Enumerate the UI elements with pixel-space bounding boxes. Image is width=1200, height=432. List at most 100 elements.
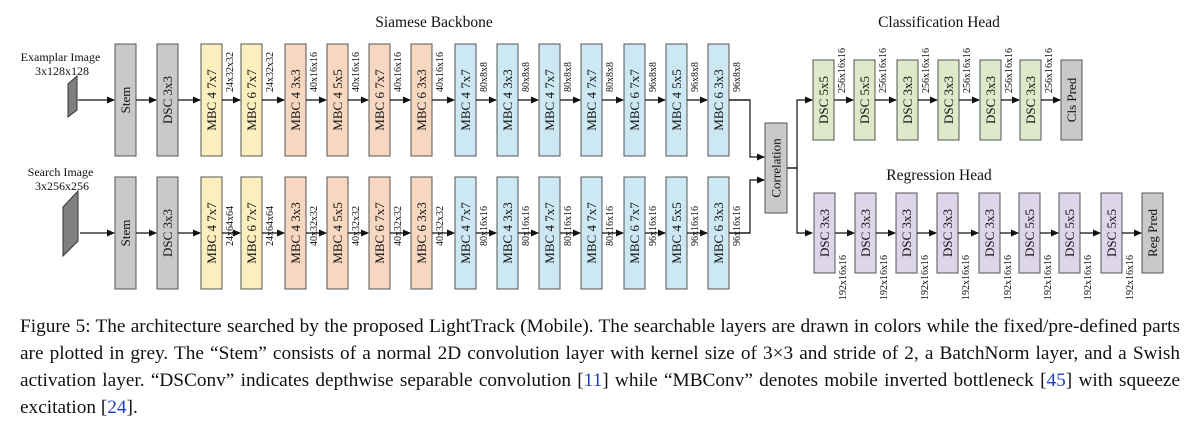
bottom-block-1-stem-label: Stem <box>118 220 133 247</box>
bottom-block-9-mbc-4-7x7-label: MBC 4 7x7 <box>458 202 473 264</box>
reg-block-9-reg-pred-label: Reg Pred <box>1145 208 1160 257</box>
top-block-4-mbc-6-7x7-label: MBC 6 7x7 <box>244 69 259 131</box>
reg-block-3-dsc-3x3-label: DSC 3x3 <box>899 209 914 257</box>
reg-block-7-dsc-5x5-label: DSC 5x5 <box>1062 209 1077 257</box>
cls-block-2-dsc-5x5-label: DSC 5x5 <box>857 76 872 124</box>
reg-output-dim-2: 192x16x16 <box>879 255 890 300</box>
cls-block-6-dsc-3x3-label: DSC 3x3 <box>1023 76 1038 124</box>
bottom-output-dim-13: 96x16x16 <box>648 206 659 246</box>
citation-ref-1[interactable]: 11 <box>583 370 603 391</box>
regression-head-title: Regression Head <box>886 167 992 184</box>
search-image-title: Search Image <box>28 165 94 179</box>
bottom-block-12-mbc-4-7x7-label: MBC 4 7x7 <box>584 202 599 264</box>
cls-block-1-dsc-5x5-label: DSC 5x5 <box>816 76 831 124</box>
top-block-5-mbc-4-3x3-label: MBC 4 3x3 <box>288 69 303 130</box>
bottom-output-dim-10: 80x16x16 <box>521 206 532 246</box>
top-block-10-mbc-4-3x3-label: MBC 4 3x3 <box>500 69 515 130</box>
reg-block-9-reg-pred-box <box>1141 192 1164 274</box>
bottom-output-dim-14: 96x16x16 <box>690 206 701 246</box>
bottom-output-dim-6: 40x32x32 <box>351 206 362 246</box>
bottom-block-11-mbc-4-7x7-label: MBC 4 7x7 <box>542 202 557 264</box>
search-image-size: 3x256x256 <box>35 179 89 193</box>
reg-output-dim-1: 192x16x16 <box>838 255 849 300</box>
top-output-dim-3: 24x32x32 <box>225 52 236 92</box>
bottom-block-6-mbc-4-5x5-label: MBC 4 5x5 <box>330 202 345 263</box>
reg-block-2-dsc-3x3-label: DSC 3x3 <box>858 209 873 257</box>
exemplar-image-size: 3x128x128 <box>35 64 89 78</box>
caption-text-4: ]. <box>126 397 138 418</box>
bottom-block-5-mbc-4-3x3-label: MBC 4 3x3 <box>288 202 303 263</box>
top-block-13-mbc-6-7x7-label: MBC 6 7x7 <box>627 69 642 131</box>
cls-output-dim-1: 256x16x16 <box>837 48 848 93</box>
cls-block-7-cls-pred-label: Cls Pred <box>1064 77 1079 122</box>
cls-block-7-cls-pred-box <box>1060 59 1083 141</box>
exemplar-image-label: Examplar Image 3x128x128 <box>21 50 104 78</box>
reg-block-4-dsc-3x3-label: DSC 3x3 <box>940 209 955 257</box>
top-output-dim-12: 80x8x8 <box>605 62 616 92</box>
connection-arrows <box>787 96 813 237</box>
cls-output-dim-4: 256x16x16 <box>962 48 973 93</box>
bottom-block-8-mbc-6-3x3-label: MBC 6 3x3 <box>414 202 429 263</box>
reg-block-8-dsc-5x5-label: DSC 5x5 <box>1104 209 1119 257</box>
cls-block-4-dsc-3x3-label: DSC 3x3 <box>941 76 956 124</box>
bottom-block-14-mbc-4-5x5-label: MBC 4 5x5 <box>669 202 684 263</box>
top-output-dim-10: 80x8x8 <box>521 62 532 92</box>
regression-head: DSC 3x3 192x16x16 DSC 3x3 192x16x16 DSC 3x3 1… <box>813 192 1164 300</box>
reg-output-dim-3: 192x16x16 <box>920 255 931 300</box>
bottom-output-dim-9: 80x16x16 <box>479 206 490 246</box>
caption-text-1: Figure 5: The architecture searched by t… <box>20 316 1180 391</box>
bottom-output-dim-4: 24x64x64 <box>265 206 276 246</box>
top-block-7-mbc-6-7x7-label: MBC 6 7x7 <box>372 69 387 131</box>
bottom-output-dim-15: 96x16x16 <box>732 206 743 246</box>
top-block-3-mbc-4-7x7-label: MBC 4 7x7 <box>204 69 219 131</box>
citation-ref-2[interactable]: 45 <box>1046 370 1066 391</box>
cls-output-dim-3: 256x16x16 <box>921 48 932 93</box>
exemplar-to-correlation-arrow <box>729 99 765 161</box>
figure-caption: Figure 5: The architecture searched by t… <box>20 313 1180 421</box>
caption-text-2: ] while “MBConv” denotes mobile inverted… <box>602 370 1047 391</box>
correlation-label: Correlation <box>769 138 784 198</box>
search-image-label: Search Image 3x256x256 <box>28 165 97 193</box>
top-output-dim-8: 40x16x16 <box>435 52 446 92</box>
top-block-12-mbc-4-7x7-label: MBC 4 7x7 <box>584 69 599 131</box>
reg-block-6-dsc-5x5-label: DSC 5x5 <box>1022 209 1037 257</box>
top-output-dim-9: 80x8x8 <box>479 62 490 92</box>
cls-output-dim-2: 256x16x16 <box>878 48 889 93</box>
top-block-6-mbc-4-5x5-label: MBC 4 5x5 <box>330 69 345 130</box>
correlation-to-reg-arrow <box>787 167 813 237</box>
bottom-block-4-mbc-6-7x7-label: MBC 6 7x7 <box>244 202 259 264</box>
top-output-dim-11: 80x8x8 <box>563 62 574 92</box>
bottom-output-dim-3: 24x64x64 <box>225 206 236 246</box>
citation-ref-3[interactable]: 24 <box>107 397 127 418</box>
correlation-stage: Correlation <box>729 99 788 234</box>
bottom-block-10-mbc-4-3x3-label: MBC 4 3x3 <box>500 202 515 263</box>
cls-block-3-dsc-3x3-label: DSC 3x3 <box>900 76 915 124</box>
architecture-diagram: Siamese Backbone Classification Head Reg… <box>21 14 1164 300</box>
correlation-to-cls-arrow <box>787 96 813 169</box>
reg-block-1-dsc-3x3-label: DSC 3x3 <box>817 209 832 257</box>
bottom-output-dim-7: 40x32x32 <box>393 206 404 246</box>
top-output-dim-4: 24x32x32 <box>265 52 276 92</box>
cls-block-5-dsc-3x3-label: DSC 3x3 <box>983 76 998 124</box>
caption-text-3: ] with squeeze excitation [ <box>20 370 1180 418</box>
bottom-output-dim-8: 40x32x32 <box>435 206 446 246</box>
top-block-15-mbc-6-3x3-label: MBC 6 3x3 <box>711 69 726 130</box>
exemplar-image-plane <box>67 74 78 119</box>
reg-output-dim-8: 192x16x16 <box>1125 255 1136 300</box>
cls-output-dim-5: 256x16x16 <box>1004 48 1015 93</box>
top-output-dim-13: 96x8x8 <box>648 62 659 92</box>
bottom-output-dim-5: 40x32x32 <box>309 206 320 246</box>
top-block-2-dsc-3x3-label: DSC 3x3 <box>160 76 175 124</box>
search-image-plane <box>62 189 79 258</box>
bottom-block-13-mbc-6-7x7-label: MBC 6 7x7 <box>627 202 642 264</box>
bottom-output-dim-12: 80x16x16 <box>605 206 616 246</box>
reg-block-5-dsc-3x3-label: DSC 3x3 <box>982 209 997 257</box>
top-output-dim-5: 40x16x16 <box>309 52 320 92</box>
cls-output-dim-6: 256x16x16 <box>1044 48 1055 93</box>
exemplar-image-title: Examplar Image <box>21 50 101 64</box>
bottom-output-dim-11: 80x16x16 <box>563 206 574 246</box>
top-block-8-mbc-6-3x3-label: MBC 6 3x3 <box>414 69 429 130</box>
reg-output-dim-5: 192x16x16 <box>1003 255 1014 300</box>
